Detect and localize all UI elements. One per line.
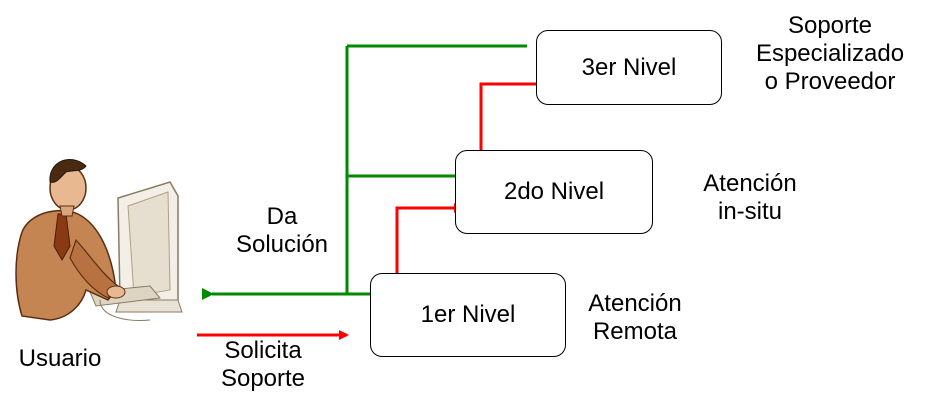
level-2-box: 2do Nivel bbox=[455, 150, 653, 234]
level-3-desc-line-3: o Proveedor bbox=[764, 68, 896, 95]
level-1-desc-line-1: Atención bbox=[588, 290, 682, 317]
level-1-box: 1er Nivel bbox=[370, 273, 566, 357]
level-2-description: Atención in-situ bbox=[690, 170, 810, 226]
level-3-box: 3er Nivel bbox=[536, 30, 722, 105]
person-at-computer-icon bbox=[15, 158, 183, 321]
user-label: Usuario bbox=[18, 345, 102, 372]
level-2-label: 2do Nivel bbox=[503, 178, 605, 205]
level-2-desc-line-1: Atención bbox=[703, 170, 797, 197]
level-1-desc-line-2: Remota bbox=[592, 318, 678, 345]
solution-label: Da Solución bbox=[222, 203, 342, 259]
level-1-description: Atención Remota bbox=[575, 290, 695, 346]
solution-lines bbox=[202, 44, 527, 300]
request-label-line-1: Solicita bbox=[224, 337, 302, 364]
level-3-description: Soporte Especializado o Proveedor bbox=[740, 12, 920, 96]
escalation-arrows bbox=[197, 79, 550, 340]
request-label: Solicita Soporte bbox=[203, 337, 323, 393]
level-3-desc-line-2: Especializado bbox=[755, 40, 905, 67]
escalation-arrow-2-to-3 bbox=[479, 79, 550, 150]
solution-label-line-2: Solución bbox=[235, 231, 329, 258]
level-3-desc-line-1: Soporte bbox=[787, 12, 873, 39]
escalation-arrow-1-to-2 bbox=[395, 203, 464, 275]
level-2-desc-line-2: in-situ bbox=[717, 198, 783, 225]
level-1-label: 1er Nivel bbox=[420, 301, 516, 328]
solution-label-line-1: Da bbox=[266, 203, 298, 230]
request-label-line-2: Soporte bbox=[220, 365, 306, 392]
level-3-label: 3er Nivel bbox=[581, 53, 677, 81]
